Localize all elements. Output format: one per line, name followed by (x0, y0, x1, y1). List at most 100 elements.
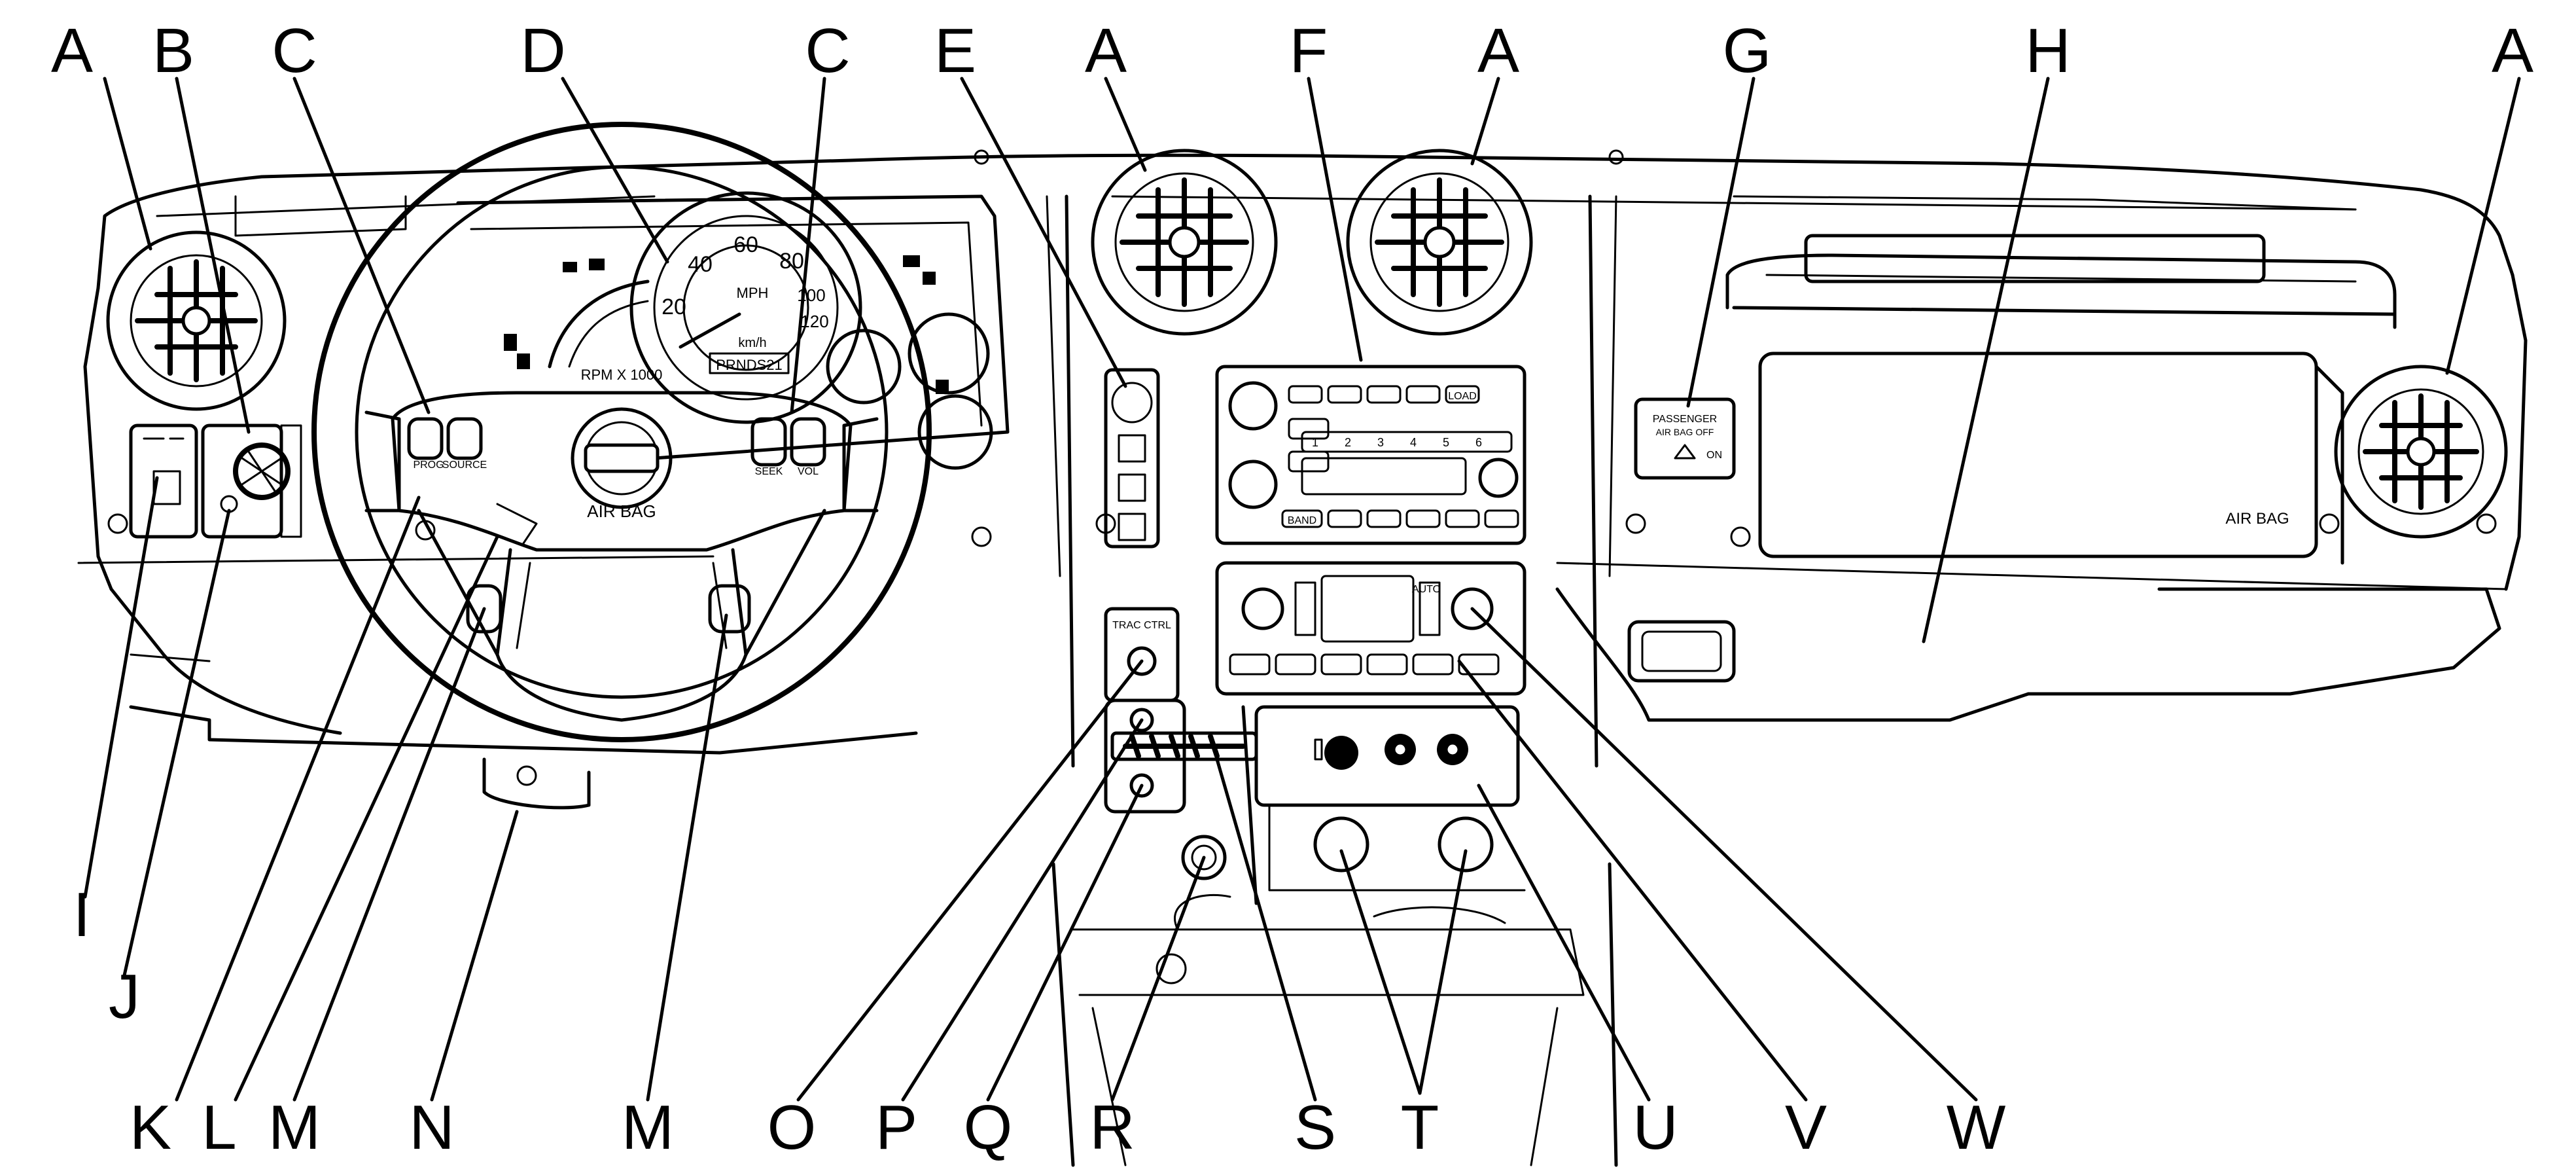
passenger-label-2: AIR BAG OFF (1656, 427, 1714, 437)
callout-o: O (768, 1092, 817, 1163)
glovebox-airbag-label: AIR BAG (2225, 510, 2289, 528)
glove-box: AIR BAG (1627, 234, 2397, 683)
leader-a1 (103, 77, 152, 251)
steering-seek-label: SEEK (755, 466, 783, 477)
callout-w: W (1947, 1092, 2006, 1163)
leader-f (1307, 77, 1363, 362)
leader-j (122, 509, 231, 977)
leader-g (1686, 77, 1756, 408)
leader-t-right (1418, 849, 1468, 1095)
left-switch-panel (129, 424, 302, 539)
callout-k: K (130, 1092, 171, 1163)
switch-column-e (1104, 368, 1160, 549)
callout-e: E (934, 16, 976, 86)
leader-n (430, 810, 519, 1102)
callout-f: F (1290, 16, 1328, 86)
callout-q: Q (964, 1092, 1013, 1163)
lower-control-panel (1254, 705, 1520, 807)
callout-m1: M (268, 1092, 321, 1163)
callout-c1: C (272, 16, 317, 86)
leader-l (234, 535, 499, 1102)
leader-s (1215, 757, 1317, 1102)
shift-lever (1104, 698, 1258, 905)
radio-preset-4: 4 (1410, 436, 1417, 449)
radio-preset-3: 3 (1377, 436, 1384, 449)
callout-s: S (1294, 1092, 1336, 1163)
steering-source-label: SOURCE (442, 460, 487, 471)
steering-airbag-label: AIR BAG (587, 501, 656, 521)
callout-d: D (520, 16, 565, 86)
steering-vol-label: VOL (798, 466, 819, 477)
vent-right (2334, 365, 2508, 539)
callout-letters: A B C D C E A F A G H A I J K L M N M O … (51, 16, 2533, 1163)
callout-leaders (83, 77, 2521, 1102)
climate-control: AUTO (1215, 561, 1526, 696)
traction-control-panel: TRAC CTRL (1104, 607, 1180, 702)
traction-control-label: TRAC CTRL (1112, 620, 1171, 631)
leader-v (1457, 659, 1808, 1102)
leader-c1 (292, 77, 431, 414)
vent-center-left (1091, 149, 1278, 336)
radio-preset-2: 2 (1345, 436, 1351, 449)
callout-a4: A (2492, 16, 2533, 86)
radio-band-label: BAND (1288, 515, 1316, 526)
leader-e (960, 77, 1127, 388)
callout-r: R (1089, 1092, 1135, 1163)
callout-n: N (409, 1092, 454, 1163)
speedometer-80: 80 (779, 249, 804, 274)
leader-o (796, 659, 1144, 1102)
leader-m1 (292, 607, 486, 1102)
tachometer: RPM X 1000 (548, 280, 663, 383)
passenger-airbag-panel: PASSENGER AIR BAG OFF ON (1634, 397, 1736, 480)
instrument-cluster: 20 40 60 80 100 120 MPH km/h PRNDS21 RPM… (456, 191, 1010, 470)
leader-m2 (646, 613, 728, 1102)
steering-prog-label: PROG (413, 460, 444, 471)
radio-f: LOAD 1 2 3 4 5 6 BAND (1215, 365, 1526, 545)
steering-wheel: AIR BAG PROG SOURCE SEEK VOL (311, 122, 932, 810)
passenger-on-label: ON (1706, 450, 1722, 461)
callout-c2: C (805, 16, 850, 86)
passenger-label-1: PASSENGER (1653, 414, 1717, 425)
callout-v: V (1785, 1092, 1827, 1163)
vent-center-right (1346, 149, 1533, 336)
leader-u (1477, 784, 1651, 1102)
speedometer-mph: MPH (737, 285, 769, 301)
speedometer: 20 40 60 80 100 120 MPH km/h PRNDS21 (629, 191, 862, 424)
leader-k (175, 496, 421, 1102)
callout-h: H (2025, 16, 2070, 86)
callout-b: B (152, 16, 194, 86)
leader-a4 (2445, 77, 2521, 375)
leader-i (83, 476, 159, 899)
leader-a3 (1470, 77, 1500, 166)
callout-i: I (73, 880, 91, 950)
callout-p: P (875, 1092, 917, 1163)
speedometer-60: 60 (733, 232, 758, 257)
callout-a1: A (51, 16, 93, 86)
radio-preset-6: 6 (1475, 436, 1482, 449)
climate-auto-label: AUTO (1412, 584, 1441, 595)
center-stack: LOAD 1 2 3 4 5 6 BAND (1046, 194, 1618, 1167)
callout-m2: M (622, 1092, 674, 1163)
dashboard-outline (77, 153, 2528, 755)
speedometer-20: 20 (662, 295, 686, 319)
leader-p (901, 718, 1144, 1102)
callout-a3: A (1477, 16, 1519, 86)
leader-c2 (790, 77, 826, 414)
speedometer-kmh: km/h (738, 336, 766, 350)
speedometer-120: 120 (800, 312, 828, 331)
radio-preset-1: 1 (1312, 436, 1318, 449)
leader-d (561, 77, 669, 264)
leader-q (986, 784, 1144, 1102)
callout-j: J (109, 962, 140, 1032)
vent-left (106, 230, 287, 411)
leader-w (1470, 607, 1978, 1102)
radio-preset-5: 5 (1443, 436, 1449, 449)
tachometer-label: RPM X 1000 (581, 367, 663, 383)
speedometer-40: 40 (688, 252, 713, 277)
callout-t: T (1401, 1092, 1439, 1163)
callout-g: G (1723, 16, 1772, 86)
callout-l: L (202, 1092, 236, 1163)
radio-load-label: LOAD (1448, 391, 1477, 402)
odometer-prndl: PRNDS21 (716, 357, 782, 373)
